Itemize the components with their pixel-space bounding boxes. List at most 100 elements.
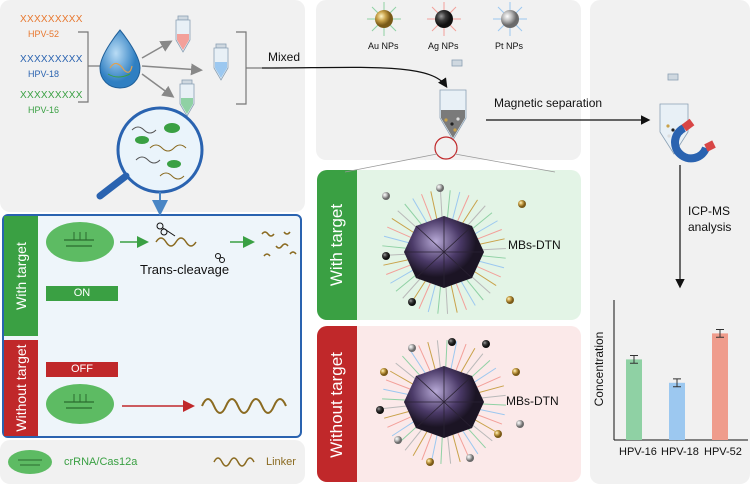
- dna-strand: [427, 284, 436, 313]
- dna-strand: [465, 278, 484, 301]
- pt-nanoparticle-icon: [493, 2, 527, 36]
- on-badge: [46, 286, 118, 301]
- dna-strand: [460, 347, 476, 373]
- dna-strand: [474, 376, 501, 389]
- sequence-bracket: [78, 31, 89, 103]
- dna-strand: [402, 277, 422, 299]
- mbs-dtn-with-target: [382, 184, 526, 306]
- dna-strand: [476, 260, 505, 269]
- off-label: OFF: [71, 363, 93, 375]
- ag-nps-label: Ag NPs: [428, 41, 459, 51]
- dna-strand: [450, 341, 458, 369]
- separation-tube-icon: [659, 73, 689, 155]
- dna-strand: [452, 191, 461, 220]
- mbs-dtn-bottom-label: MBs-DTN: [506, 394, 559, 408]
- dna-strand: [455, 283, 467, 310]
- dna-strand: [477, 254, 506, 259]
- dna-strand: [382, 405, 411, 410]
- dna-strand: [397, 210, 419, 230]
- error-bar-hpv-52: [716, 329, 724, 338]
- legend-cas12a-icon: [8, 450, 52, 474]
- dna-strand: [450, 285, 458, 313]
- dna-strand: [476, 385, 504, 394]
- analysis-label: analysis: [688, 220, 732, 234]
- dna-strand: [383, 235, 412, 244]
- dna-strand: [409, 349, 426, 374]
- dna-strand: [472, 367, 497, 384]
- chart-tick-hpv18: HPV-18: [661, 446, 699, 458]
- dna-strand: [470, 422, 493, 442]
- dna-strand: [427, 342, 436, 370]
- mixed-tube-icon: [439, 59, 467, 141]
- dna-strand: [440, 435, 443, 464]
- dna-strand: [466, 205, 486, 227]
- dna-strand: [477, 238, 505, 246]
- magnetic-separation-label: Magnetic separation: [494, 96, 603, 110]
- dna-strand: [389, 370, 415, 386]
- dna-strand: [468, 360, 491, 380]
- off-badge: [46, 362, 118, 377]
- intact-linker: [201, 398, 287, 414]
- dna-strand: [391, 420, 416, 437]
- sequence-name-hpv16: HPV-16: [28, 105, 60, 115]
- cas12a-off-icon: [46, 384, 114, 424]
- sample-droplet-icon: [99, 29, 141, 89]
- dna-strand: [472, 269, 497, 286]
- magnet-icon: [671, 118, 716, 163]
- cleaved-linker-fragments: [261, 231, 297, 257]
- zoom-circle: [434, 136, 458, 160]
- dna-strand: [466, 426, 486, 449]
- without-target-tab: [4, 340, 38, 436]
- mbs-dtn-without-target: [376, 338, 524, 466]
- legend-crrna-label: crRNA/Cas12a: [64, 456, 138, 468]
- dna-strand: [412, 431, 428, 457]
- legend-linker-label: Linker: [266, 456, 296, 468]
- dna-strand: [404, 428, 424, 451]
- au-nps-label: Au NPs: [368, 41, 399, 51]
- bar-hpv-52: [712, 333, 728, 440]
- chart-y-label: Concentration: [592, 331, 606, 407]
- dna-strand: [386, 263, 413, 275]
- dna-strand: [383, 258, 411, 266]
- chart-tick-hpv16: HPV-16: [619, 446, 657, 458]
- dna-strand: [475, 413, 503, 425]
- trans-cleavage-label: Trans-cleavage: [140, 262, 230, 277]
- on-label: ON: [73, 287, 91, 299]
- chart-tick-hpv52: HPV-52: [704, 446, 742, 458]
- sequence-name-hpv52: HPV-52: [28, 29, 60, 39]
- sequence-code-hpv52: XXXXXXXXX: [20, 14, 83, 25]
- dna-strand: [384, 410, 412, 419]
- dna-strand: [412, 198, 428, 223]
- dna-strand: [437, 285, 442, 314]
- dna-strand: [395, 273, 418, 292]
- mbs-dtn-top-label: MBs-DTN: [508, 238, 561, 252]
- scissors-icon: [156, 222, 225, 263]
- sequence-name-hpv18: HPV-18: [28, 69, 60, 79]
- tube-hpv16-icon: [179, 79, 195, 117]
- concentration-chart: [613, 300, 748, 441]
- dna-strand: [387, 226, 414, 239]
- dna-strand: [464, 353, 484, 376]
- dna-strand: [430, 191, 438, 219]
- au-nanoparticle-icon: [367, 2, 401, 36]
- error-bar-hpv-16: [630, 355, 638, 364]
- without-target-mbs-tab: [317, 326, 357, 482]
- legend-linker-icon: [213, 457, 255, 467]
- dna-strand: [387, 415, 414, 428]
- dna-strand: [477, 408, 505, 416]
- dna-strand: [457, 195, 470, 222]
- bar-hpv-16: [626, 359, 642, 440]
- dna-strand: [452, 434, 461, 462]
- dna-strand: [473, 418, 499, 434]
- dna-strand: [475, 229, 502, 241]
- magnifier-icon: [96, 106, 204, 200]
- dna-strand: [421, 433, 433, 461]
- icp-ms-label: ICP-MS: [688, 204, 730, 218]
- sequence-code-hpv16: XXXXXXXXX: [20, 90, 83, 101]
- dna-strand: [469, 274, 491, 294]
- dna-strand: [457, 432, 470, 459]
- tube-hpv18-icon: [213, 43, 229, 81]
- dna-strand: [382, 245, 411, 250]
- linker-cleaving: [155, 237, 197, 247]
- dna-strand: [402, 355, 422, 378]
